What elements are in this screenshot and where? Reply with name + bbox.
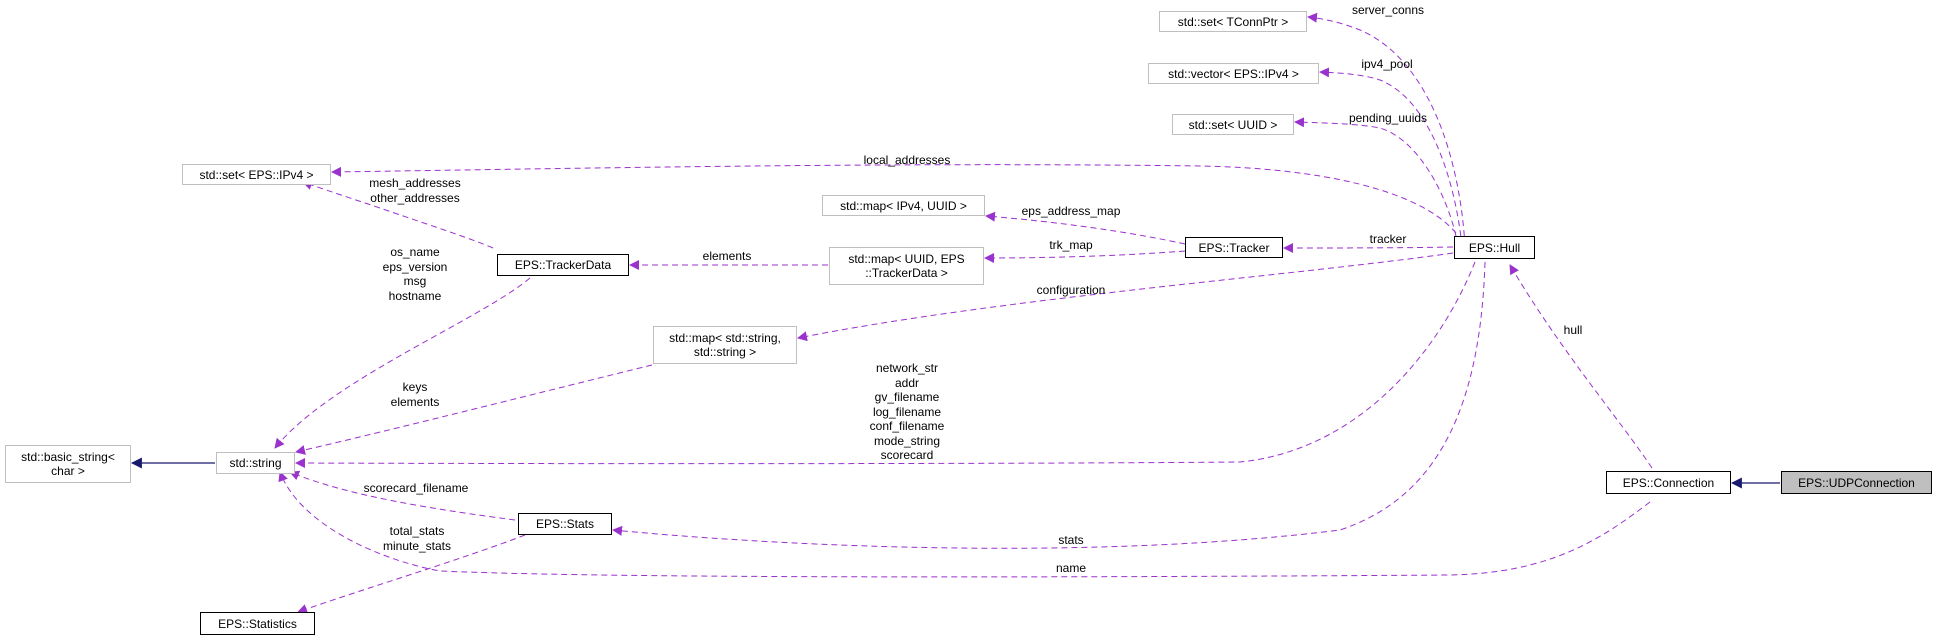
node-std-string[interactable]: std::string [216, 452, 295, 474]
edge-server-conns [1307, 12, 1466, 247]
edge-configuration [797, 252, 1454, 342]
node-eps-udpconnection[interactable]: EPS::UDPConnection [1781, 471, 1932, 494]
node-eps-statistics-label: EPS::Statistics [218, 616, 297, 631]
edge-keys-elements [295, 364, 653, 455]
node-eps-trackerdata-label: EPS::TrackerData [514, 258, 612, 272]
node-vector-ipv4[interactable]: std::vector< EPS::IPv4 > [1148, 63, 1319, 84]
label-pending-uuids: pending_uuids [1348, 111, 1428, 125]
edge-mesh-other-addresses [302, 180, 494, 249]
node-map-string-string-line1: std::map< std::string, [669, 331, 781, 345]
label-server-conns: server_conns [1351, 3, 1425, 17]
label-name: name [1055, 561, 1087, 575]
node-eps-statistics[interactable]: EPS::Statistics [200, 612, 315, 635]
edge-eps-address-map [985, 211, 1186, 245]
label-local-addresses: local_addresses [863, 153, 951, 167]
label-configuration: configuration [1036, 283, 1106, 297]
edge-stats [612, 261, 1486, 549]
node-vector-ipv4-label: std::vector< EPS::IPv4 > [1168, 66, 1299, 81]
node-set-ipv4[interactable]: std::set< EPS::IPv4 > [182, 164, 331, 185]
label-hull: hull [1563, 323, 1583, 337]
label-elements-trackerdata: elements [702, 249, 752, 263]
edge-total-minute-stats [297, 534, 526, 614]
node-map-string-string[interactable]: std::map< std::string, std::string > [653, 326, 797, 364]
node-set-tconnptr[interactable]: std::set< TConnPtr > [1159, 11, 1307, 32]
node-eps-hull-label: EPS::Hull [1468, 240, 1521, 255]
label-stats: stats [1058, 533, 1084, 547]
edge-ipv4-pool [1319, 67, 1463, 247]
node-set-uuid[interactable]: std::set< UUID > [1172, 114, 1294, 135]
node-std-string-label: std::string [229, 456, 282, 470]
label-total-minute-stats: total_stats minute_stats [382, 524, 452, 553]
node-map-uuid-trackerdata-line2: ::TrackerData > [865, 266, 948, 280]
node-map-uuid-trackerdata[interactable]: std::map< UUID, EPS ::TrackerData > [829, 247, 984, 285]
node-eps-connection[interactable]: EPS::Connection [1606, 471, 1731, 494]
node-eps-udpconnection-label: EPS::UDPConnection [1798, 475, 1915, 490]
label-hull-strings: network_str addr gv_filename log_filenam… [869, 361, 945, 462]
node-eps-trackerdata[interactable]: EPS::TrackerData [497, 254, 629, 276]
label-mesh-other-addresses: mesh_addresses other_addresses [369, 176, 461, 205]
edge-trk-map [984, 250, 1186, 263]
node-eps-hull[interactable]: EPS::Hull [1454, 236, 1535, 259]
node-eps-connection-label: EPS::Connection [1622, 475, 1715, 490]
label-trk-map: trk_map [1049, 238, 1093, 252]
node-basic-string-line1: std::basic_string< [21, 450, 115, 464]
label-keys-elements: keys elements [390, 380, 440, 409]
node-map-string-string-line2: std::string > [693, 345, 757, 359]
node-set-uuid-label: std::set< UUID > [1188, 117, 1278, 132]
node-eps-tracker[interactable]: EPS::Tracker [1185, 237, 1283, 258]
edge-local-addresses [331, 164, 1457, 234]
node-set-ipv4-label: std::set< EPS::IPv4 > [199, 167, 314, 182]
label-ipv4-pool: ipv4_pool [1361, 57, 1413, 71]
edge-pending-uuids [1294, 117, 1459, 247]
node-map-uuid-trackerdata-line1: std::map< UUID, EPS [848, 252, 965, 266]
label-scorecard-filename: scorecard_filename [363, 481, 469, 495]
edge-scorecard-filename [289, 470, 516, 521]
label-tracker: tracker [1369, 232, 1407, 246]
node-eps-stats[interactable]: EPS::Stats [518, 513, 612, 535]
node-map-ipv4-uuid-label: std::map< IPv4, UUID > [840, 198, 967, 213]
node-basic-string-line2: char > [51, 464, 85, 478]
node-set-tconnptr-label: std::set< TConnPtr > [1177, 14, 1289, 29]
label-eps-address-map: eps_address_map [1021, 204, 1121, 218]
edge-hull [1509, 264, 1653, 469]
edge-hull-strings [295, 261, 1476, 469]
edge-name [278, 471, 1651, 578]
node-eps-stats-label: EPS::Stats [535, 517, 595, 531]
label-trackerdata-strings: os_name eps_version msg hostname [382, 245, 448, 303]
node-map-ipv4-uuid[interactable]: std::map< IPv4, UUID > [822, 195, 985, 216]
node-basic-string[interactable]: std::basic_string< char > [5, 445, 131, 483]
edge-tracker [1283, 242, 1454, 253]
edge-trackerdata-strings [274, 277, 531, 449]
node-eps-tracker-label: EPS::Tracker [1198, 240, 1270, 255]
